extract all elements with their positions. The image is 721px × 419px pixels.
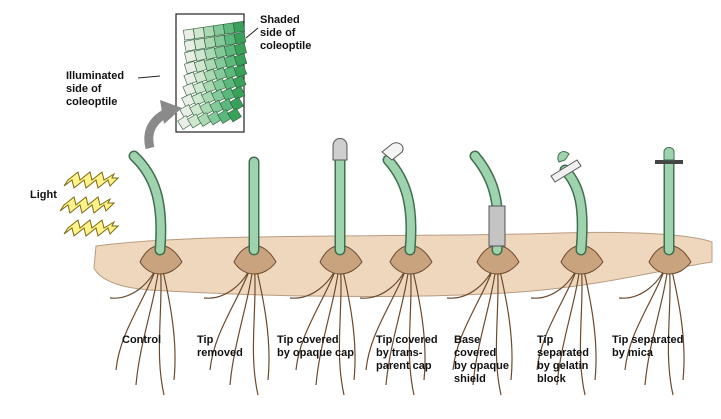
shaded-side-label: Shaded side of coleoptile xyxy=(260,14,312,52)
label-opaque-cap: Tip covered by opaque cap xyxy=(277,334,355,359)
gelatin-block xyxy=(550,159,582,183)
coleoptile-tip xyxy=(663,147,675,161)
lightning-bolt-icon xyxy=(63,171,120,189)
seed xyxy=(139,245,183,275)
shaded-leader xyxy=(245,27,259,39)
plant-tip-removed xyxy=(203,156,277,396)
root xyxy=(495,257,502,396)
root xyxy=(668,257,685,381)
root xyxy=(644,257,670,386)
illuminated-side-label: Illuminated side of coleoptile xyxy=(66,70,125,108)
coleoptile xyxy=(561,166,587,254)
root xyxy=(252,257,259,396)
seed xyxy=(319,245,363,275)
opaque-shield xyxy=(488,205,506,247)
label-mica: Tip separated by mica xyxy=(612,334,684,359)
label-transparent-cap: Tip covered by trans- parent cap xyxy=(376,334,438,372)
seed xyxy=(648,245,692,275)
opaque-cap xyxy=(332,138,348,161)
seed xyxy=(233,245,277,275)
seed xyxy=(560,245,604,275)
plant-mica xyxy=(618,147,692,396)
root xyxy=(579,257,586,396)
mica-plate xyxy=(655,160,683,164)
plant-opaque-cap xyxy=(289,138,363,396)
coleoptile-cells-inset xyxy=(137,13,259,133)
root xyxy=(667,257,674,396)
root xyxy=(408,257,415,396)
label-control: Control xyxy=(122,334,162,346)
plant-transparent-cap xyxy=(359,142,433,396)
label-tip-removed: Tip removed xyxy=(197,334,243,359)
seed xyxy=(389,245,433,275)
illuminated-leader xyxy=(137,75,161,79)
coleoptile xyxy=(384,156,415,254)
label-base-shield: Base covered by opaque shield xyxy=(454,334,510,385)
transparent-cap xyxy=(381,142,404,161)
light-label: Light xyxy=(30,189,57,201)
light-bolts xyxy=(59,171,120,237)
plant-base-shield xyxy=(446,150,520,396)
seed xyxy=(476,245,520,275)
coleoptile xyxy=(130,152,165,254)
lightning-bolt-icon xyxy=(59,196,116,214)
label-gelatin: Tip separated by gelatin block xyxy=(537,334,589,385)
root xyxy=(158,257,165,396)
coleoptile-tip xyxy=(557,151,570,163)
root xyxy=(338,257,345,396)
plant-gelatin xyxy=(530,151,604,396)
plant-control xyxy=(109,150,183,396)
lightning-bolt-icon xyxy=(63,219,120,237)
